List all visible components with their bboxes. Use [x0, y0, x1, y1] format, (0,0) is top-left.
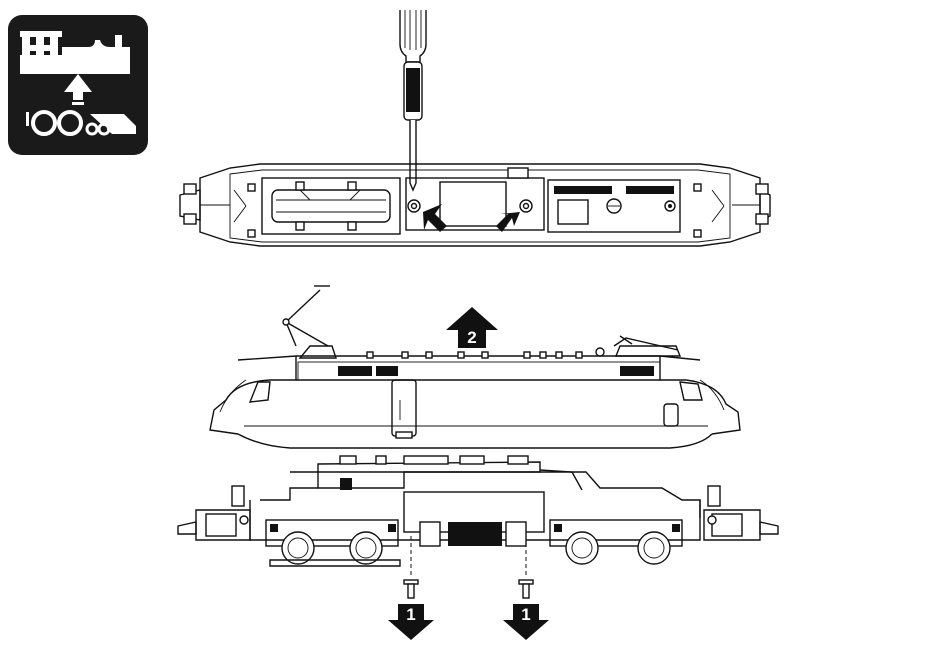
step-1-label-left: 1 — [406, 605, 415, 624]
screwdriver — [400, 10, 426, 190]
step-1-arrow-left-icon: 1 — [388, 604, 434, 640]
screw-pointer-right-icon — [496, 212, 520, 232]
step-2-label: 2 — [467, 328, 476, 347]
steam-locomotive-icon — [8, 15, 148, 155]
step-2-arrow-icon: 2 — [446, 307, 498, 348]
step-1-arrow-right-icon: 1 — [503, 604, 549, 640]
screw-pointer-left-icon — [423, 204, 447, 232]
screw-left-icon — [404, 580, 418, 598]
chassis-side-view — [178, 456, 778, 578]
chassis-top-view — [180, 164, 770, 246]
step-1-label-right: 1 — [521, 605, 530, 624]
screw-right-icon — [519, 580, 533, 598]
